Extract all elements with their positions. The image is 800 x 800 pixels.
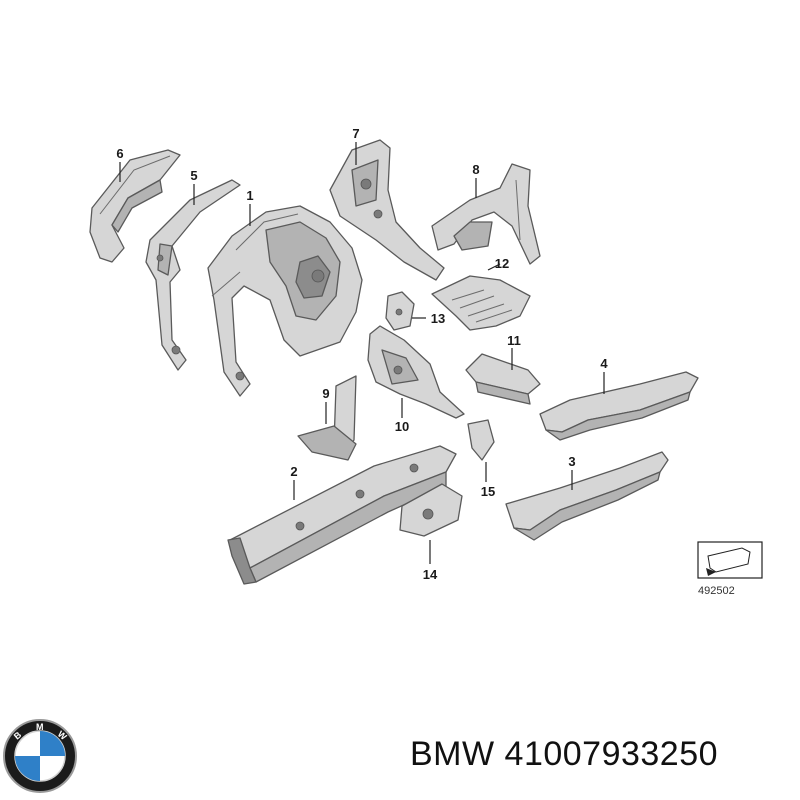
callout-12: 12 — [495, 256, 509, 271]
part-4 — [539, 371, 699, 441]
callout-15: 15 — [481, 484, 495, 499]
part-14 — [399, 483, 463, 537]
callout-7: 7 — [352, 126, 359, 141]
part-9 — [297, 375, 357, 461]
part-caption: BMW 41007933250 — [410, 735, 719, 773]
leader-lines — [119, 142, 605, 564]
bmw-logo: B M W — [3, 719, 77, 793]
callout-5: 5 — [190, 168, 197, 183]
leader-12 — [487, 263, 501, 271]
part-13 — [385, 291, 415, 331]
part-2 — [227, 445, 457, 585]
callout-14: 14 — [423, 567, 438, 582]
callout-11: 11 — [507, 333, 521, 348]
part-3 — [505, 451, 669, 541]
part-10 — [367, 325, 465, 419]
reference-arrow-icon — [697, 541, 763, 579]
callout-6: 6 — [116, 146, 123, 161]
part-5 — [145, 179, 241, 371]
part-8 — [431, 163, 541, 265]
logo-letter-b: B — [12, 729, 24, 741]
callout-9: 9 — [322, 386, 329, 401]
callout-2: 2 — [290, 464, 297, 479]
reference-code: 492502 — [698, 585, 735, 597]
part-15 — [467, 419, 495, 461]
callout-3: 3 — [568, 454, 575, 469]
callout-labels: 6 5 1 7 8 12 13 11 4 9 10 3 2 15 14 — [116, 126, 608, 582]
callout-10: 10 — [395, 419, 409, 434]
part-7 — [329, 139, 445, 281]
callout-1: 1 — [246, 188, 253, 203]
callout-4: 4 — [600, 356, 608, 371]
part-1 — [207, 205, 363, 397]
part-12 — [431, 275, 531, 331]
callout-8: 8 — [472, 162, 479, 177]
part-6 — [89, 149, 181, 263]
part-11 — [465, 353, 541, 405]
callout-13: 13 — [431, 311, 445, 326]
logo-letter-m: M — [36, 722, 44, 732]
